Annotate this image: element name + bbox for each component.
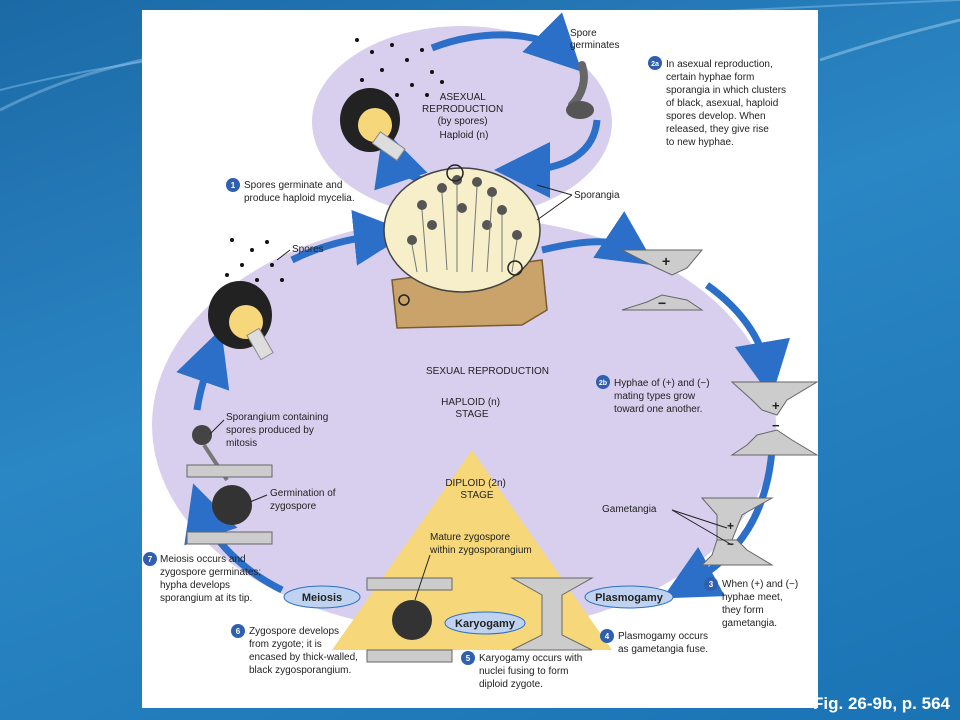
step-1-text: Spores germinate and produce haploid myc… — [244, 180, 355, 204]
diagram-panel: Meiosis Karyogamy Plasmogamy + − + − + −… — [142, 10, 818, 708]
sexual-arrow-right-down — [704, 282, 791, 398]
step-4-text: Plasmogamy occurs as gametangia fuse. — [618, 631, 711, 655]
plus-sign: + — [727, 519, 734, 533]
svg-text:Karyogamy: Karyogamy — [455, 618, 516, 630]
minus-sign: − — [727, 537, 734, 551]
step-2b-text: Hyphae of (+) and (−) mating types grow … — [614, 378, 712, 415]
step-badge-4: 4 — [600, 629, 614, 643]
svg-text:4: 4 — [605, 632, 610, 641]
svg-text:7: 7 — [148, 555, 153, 564]
svg-text:Meiosis: Meiosis — [302, 592, 342, 604]
figure-caption: Fig. 26-9b, p. 564 — [813, 694, 950, 713]
spores-label: Spores — [292, 244, 324, 255]
svg-text:3: 3 — [709, 580, 714, 589]
germination-label: Germination of zygospore — [270, 488, 338, 512]
svg-text:Plasmogamy: Plasmogamy — [595, 592, 664, 604]
haploid-stage-label: HAPLOID (n) STAGE — [441, 397, 503, 420]
pointer-lines — [209, 184, 733, 601]
sexual-reproduction-label: SEXUAL REPRODUCTION — [426, 366, 549, 377]
sporangium-mitosis-label: Sporangium containing spores produced by… — [226, 412, 331, 449]
step-badge-5: 5 — [461, 651, 475, 665]
step-badge-2a: 2a — [648, 56, 662, 70]
sporangia-label: Sporangia — [574, 190, 620, 201]
svg-text:5: 5 — [466, 654, 471, 663]
step-5-text: Karyogamy occurs with nuclei fusing to f… — [479, 653, 585, 690]
sexual-cycle-area — [152, 217, 776, 633]
step-badge-7: 7 — [143, 552, 157, 566]
plasmogamy-illustration — [510, 577, 594, 651]
sexual-arrow-top-left — [290, 209, 410, 266]
diploid-stage-label: DIPLOID (2n) STAGE — [445, 478, 508, 501]
minus-sign: − — [772, 418, 780, 433]
sporangium-releasing-spores-top — [340, 38, 444, 162]
step-badge-1: 1 — [226, 178, 240, 192]
zygosporangium-illustration — [366, 577, 453, 663]
sexual-arrow-left — [176, 328, 230, 411]
step-badge-6: 6 — [231, 624, 245, 638]
meiosis-pill: Meiosis — [283, 585, 361, 609]
step-3-text: When (+) and (−) hyphae meet, they form … — [722, 579, 801, 629]
asexual-arrow-top — [430, 12, 582, 72]
svg-text:2b: 2b — [599, 380, 607, 387]
plus-sign: + — [772, 398, 780, 413]
gametangia-label: Gametangia — [602, 504, 657, 515]
sexual-arrow-bottom-left — [184, 483, 284, 594]
asexual-arrow-right — [494, 119, 601, 198]
sexual-arrow-bottom-right — [662, 449, 776, 599]
minus-sign: − — [658, 295, 666, 311]
step-2a-text: In asexual reproduction, certain hyphae … — [666, 59, 789, 148]
svg-text:1: 1 — [231, 181, 236, 190]
asexual-reproduction-label: ASEXUAL REPRODUCTION (by spores) Haploid… — [422, 92, 506, 141]
step-badge-2b: 2b — [596, 375, 610, 389]
germinating-zygospore — [186, 425, 273, 545]
sexual-arrow-right — [541, 211, 656, 266]
gametangia-illustration — [700, 497, 774, 566]
spore-germinates-label: Spore germinates — [570, 28, 619, 51]
svg-text:2a: 2a — [651, 61, 659, 68]
step-badge-3: 3 — [704, 577, 718, 591]
hyphae-stage-2b — [730, 381, 818, 456]
plasmogamy-pill: Plasmogamy — [584, 585, 674, 609]
germinating-spore — [566, 61, 594, 119]
step-6-text: Zygospore develops from zygote; it is en… — [249, 626, 361, 676]
sporangium-releasing-spores-left — [208, 238, 284, 361]
svg-text:6: 6 — [236, 627, 241, 636]
plus-sign: + — [662, 253, 670, 269]
karyogamy-pill: Karyogamy — [444, 611, 526, 635]
hyphae-stage-2b-top — [621, 249, 704, 311]
step-7-text: Meiosis occurs and zygospore germinates;… — [160, 554, 264, 604]
life-cycle-diagram: Meiosis Karyogamy Plasmogamy + − + − + −… — [143, 12, 818, 690]
mature-zygospore-label: Mature zygospore within zygosporangium — [429, 532, 532, 556]
bread-mold-illustration — [383, 164, 548, 329]
